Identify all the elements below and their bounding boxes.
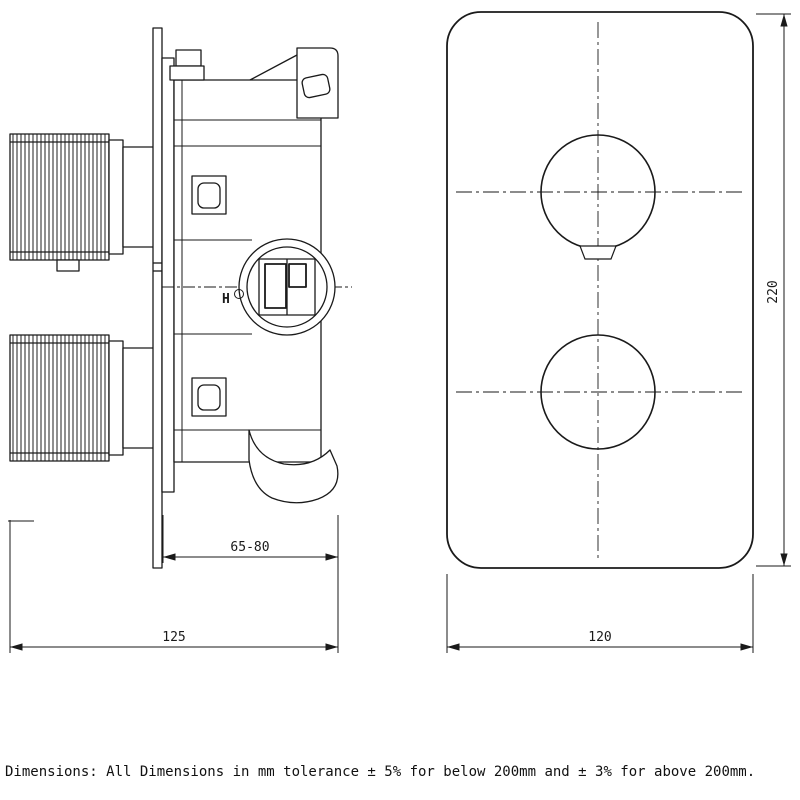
inlet-port-top [191, 175, 227, 215]
side-view [9, 27, 352, 569]
dim-depth-adjust-label: 65-80 [230, 540, 269, 555]
bottom-knob-neck [108, 340, 124, 456]
dim-total-depth-label: 125 [162, 630, 185, 645]
top-port [169, 49, 205, 81]
top-knob [9, 133, 155, 272]
bottom-knob-collar [122, 347, 155, 449]
dimension-depth-adjust [162, 515, 339, 653]
bottom-knob [9, 334, 155, 462]
tolerance-note: Dimensions: All Dimensions in mm toleran… [5, 764, 756, 780]
dim-faceplate-height-label: 220 [766, 280, 781, 303]
outlet-spout [248, 429, 339, 504]
top-knob-knurl [9, 133, 110, 261]
cartridge-boss [238, 238, 336, 336]
dimension-faceplate-width [446, 574, 754, 653]
bottom-dial [540, 334, 656, 450]
bottom-knob-knurl [9, 334, 110, 462]
mounting-bracket [161, 57, 175, 493]
dimension-labels: 65-80 125 120 220 [162, 280, 781, 645]
dim-faceplate-width-label: 120 [588, 630, 611, 645]
front-view [446, 11, 754, 569]
top-knob-override-button [56, 259, 80, 272]
body-label: H [222, 292, 230, 307]
body-detail-lines [174, 80, 321, 462]
top-knob-neck [108, 139, 124, 255]
dimension-faceplate-height [756, 13, 791, 567]
wall-plate [152, 27, 163, 569]
dimension-lines [8, 13, 791, 653]
centerlines [456, 22, 742, 558]
registered-mark-icon [234, 289, 244, 299]
valve-body [161, 47, 352, 504]
technical-drawing: H [8, 11, 791, 653]
inlet-port-bottom [191, 377, 227, 417]
top-knob-collar [122, 146, 155, 248]
top-dial-tab [579, 245, 617, 260]
body-brand-mark: H [222, 289, 244, 307]
top-outlet-block [249, 47, 339, 119]
dimension-total-depth [8, 520, 338, 653]
faceplate [446, 11, 754, 569]
